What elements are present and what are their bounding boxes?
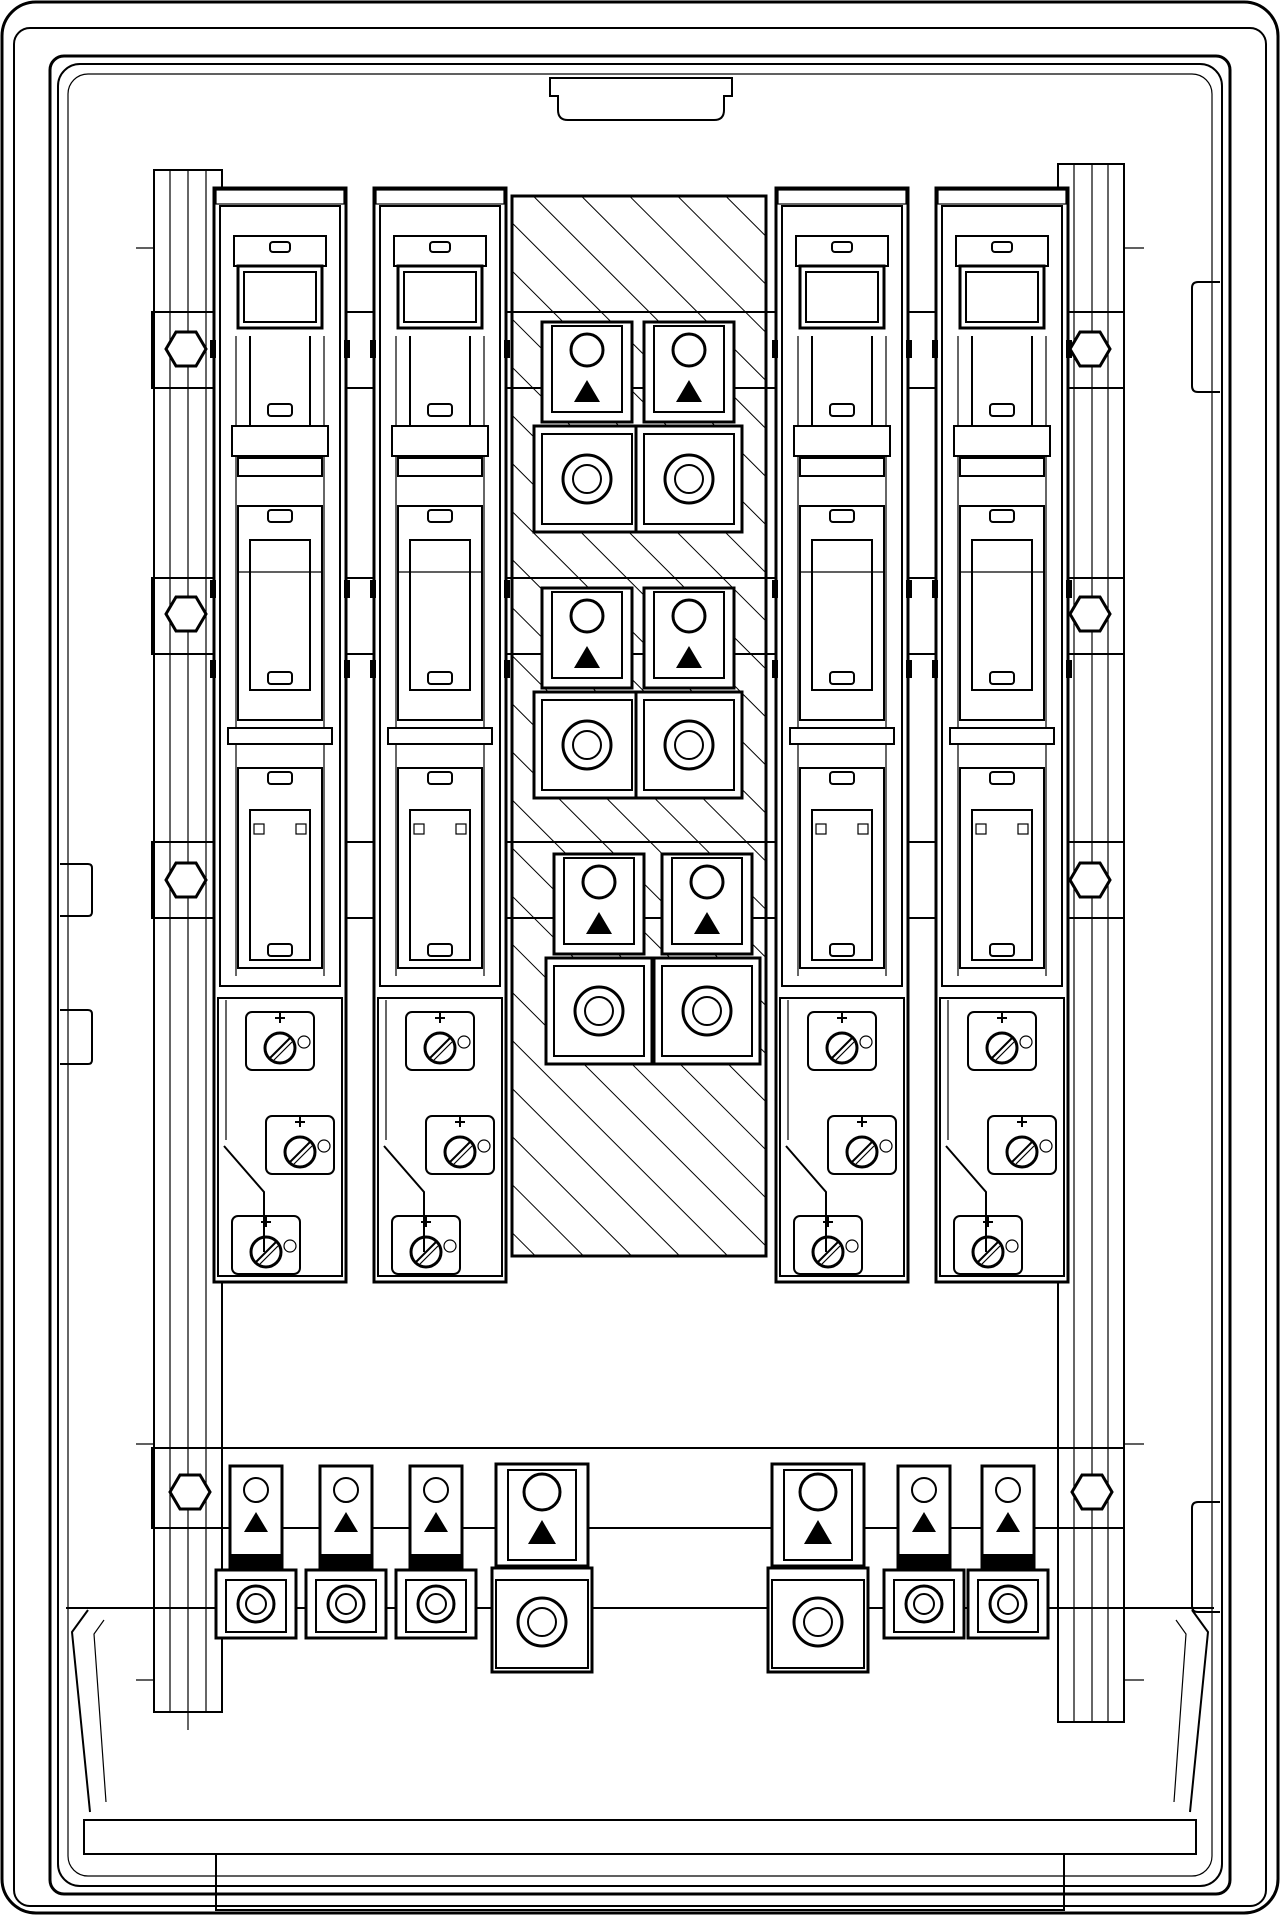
bottom-terminal-small-1	[214, 1464, 298, 1640]
bottom-terminal-small-2	[304, 1464, 388, 1640]
bottom-terminal-small-3	[394, 1464, 478, 1640]
center-terminal-2-2	[634, 586, 744, 800]
hex-nut-4	[1068, 595, 1112, 633]
fuse-switch-2	[370, 186, 510, 1284]
hex-nut-7	[168, 1473, 212, 1511]
din-rail-right	[1057, 163, 1144, 1723]
hex-nut-8	[1070, 1473, 1114, 1511]
bottom-terminal-large-1	[490, 1462, 594, 1674]
bottom-terminal-small-5	[966, 1464, 1050, 1640]
center-terminal-1-2	[634, 320, 744, 534]
bottom-terminal-large-2	[766, 1462, 870, 1674]
hex-nut-3	[164, 595, 208, 633]
hex-nut-5	[164, 861, 208, 899]
bottom-terminal-row	[214, 1462, 1050, 1674]
fuse-switch-4	[932, 186, 1072, 1284]
fuse-switch-1	[210, 186, 350, 1284]
center-terminal-3-2	[652, 852, 762, 1066]
center-terminal-blocks	[532, 320, 762, 1066]
hex-nut-2	[1068, 330, 1112, 368]
hex-nut-1	[164, 330, 208, 368]
fuse-switch-disconnectors	[210, 186, 1072, 1284]
din-rail-left	[136, 169, 223, 1730]
fuse-switch-3	[772, 186, 912, 1284]
center-terminal-1-1	[532, 320, 642, 534]
bottom-terminal-small-4	[882, 1464, 966, 1640]
center-terminal-3-1	[544, 852, 654, 1066]
hex-nut-6	[1068, 861, 1112, 899]
center-terminal-2-1	[532, 586, 642, 800]
